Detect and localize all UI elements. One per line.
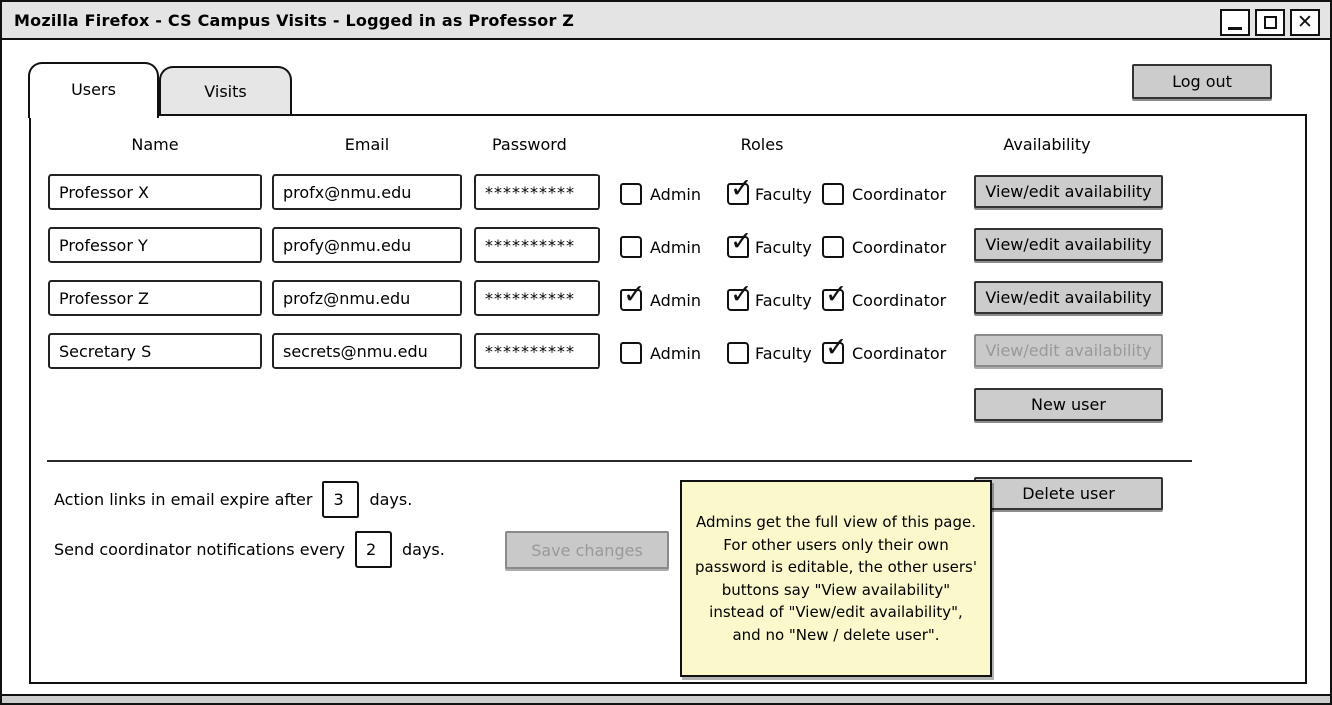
- annotation-note-text: Admins get the full view of this page. F…: [695, 513, 977, 644]
- faculty-checkbox[interactable]: [727, 175, 753, 205]
- password-input[interactable]: [474, 174, 600, 210]
- name-input[interactable]: [48, 227, 262, 263]
- column-header-availability: Availability: [1003, 135, 1091, 154]
- admin-checkbox[interactable]: [620, 236, 642, 258]
- section-divider: [47, 460, 1192, 462]
- expiry-days-input[interactable]: [322, 480, 360, 518]
- delete-user-button[interactable]: Delete user: [974, 477, 1163, 510]
- coordinator-checkbox-label: Coordinator: [852, 344, 947, 363]
- name-input[interactable]: [48, 333, 262, 369]
- view-edit-availability-button[interactable]: View/edit availability: [974, 175, 1163, 208]
- faculty-checkbox-label: Faculty: [755, 238, 812, 257]
- name-input[interactable]: [48, 280, 262, 316]
- maximize-button[interactable]: [1255, 9, 1285, 36]
- admin-checkbox[interactable]: [620, 183, 642, 205]
- close-icon: ✕: [1297, 11, 1313, 33]
- coordinator-checkbox[interactable]: [822, 236, 844, 258]
- coordinator-checkbox[interactable]: [822, 183, 844, 205]
- name-input[interactable]: [48, 174, 262, 210]
- column-header-password: Password: [492, 135, 567, 154]
- tab-users[interactable]: Users: [28, 62, 159, 118]
- coordinator-checkbox[interactable]: [822, 334, 848, 364]
- email-input[interactable]: [272, 333, 462, 369]
- tab-visits[interactable]: Visits: [159, 66, 292, 114]
- tab-visits-label: Visits: [204, 82, 247, 101]
- coordinator-checkbox-label: Coordinator: [852, 238, 947, 257]
- column-header-roles: Roles: [740, 135, 784, 154]
- view-edit-availability-button[interactable]: View/edit availability: [974, 228, 1163, 261]
- table-row: Admin Faculty Coordinator View/edit avai…: [2, 280, 1330, 333]
- coordinator-checkbox[interactable]: [822, 281, 848, 311]
- faculty-checkbox[interactable]: [727, 281, 753, 311]
- view-availability-button[interactable]: View/edit availability: [974, 334, 1163, 367]
- notification-days-input[interactable]: [354, 530, 392, 568]
- table-row: Admin Faculty Coordinator View/edit avai…: [2, 333, 1330, 386]
- table-row: Admin Faculty Coordinator View/edit avai…: [2, 227, 1330, 280]
- window-bottom-bar: [2, 694, 1330, 703]
- admin-checkbox-label: Admin: [650, 344, 701, 363]
- tab-users-label: Users: [71, 80, 116, 99]
- window-title: Mozilla Firefox - CS Campus Visits - Log…: [14, 11, 575, 30]
- notification-setting-prefix: Send coordinator notifications every: [54, 539, 345, 559]
- email-input[interactable]: [272, 174, 462, 210]
- notification-setting-row: Send coordinator notifications every day…: [54, 530, 445, 568]
- faculty-checkbox-label: Faculty: [755, 185, 812, 204]
- column-header-name: Name: [131, 135, 179, 154]
- annotation-note: Admins get the full view of this page. F…: [680, 480, 992, 677]
- password-input[interactable]: [474, 280, 600, 316]
- minimize-button[interactable]: [1220, 9, 1250, 36]
- email-input[interactable]: [272, 227, 462, 263]
- admin-checkbox-label: Admin: [650, 185, 701, 204]
- password-input[interactable]: [474, 227, 600, 263]
- email-input[interactable]: [272, 280, 462, 316]
- coordinator-checkbox-label: Coordinator: [852, 185, 947, 204]
- view-edit-availability-button[interactable]: View/edit availability: [974, 281, 1163, 314]
- close-button[interactable]: ✕: [1290, 9, 1320, 36]
- minimize-icon: [1228, 27, 1242, 30]
- faculty-checkbox[interactable]: [727, 342, 749, 364]
- coordinator-checkbox-label: Coordinator: [852, 291, 947, 310]
- expiry-setting-suffix: days.: [369, 489, 413, 509]
- save-changes-button[interactable]: Save changes: [505, 531, 669, 569]
- faculty-checkbox-label: Faculty: [755, 291, 812, 310]
- admin-checkbox-label: Admin: [650, 291, 701, 310]
- logout-button[interactable]: Log out: [1132, 64, 1272, 99]
- column-header-email: Email: [344, 135, 390, 154]
- admin-checkbox[interactable]: [620, 342, 642, 364]
- expiry-setting-prefix: Action links in email expire after: [54, 489, 313, 509]
- password-input[interactable]: [474, 333, 600, 369]
- table-row: Admin Faculty Coordinator View/edit avai…: [2, 174, 1330, 227]
- admin-checkbox[interactable]: [620, 281, 646, 311]
- notification-setting-suffix: days.: [401, 539, 445, 559]
- expiry-setting-row: Action links in email expire after days.: [54, 480, 412, 518]
- faculty-checkbox-label: Faculty: [755, 344, 812, 363]
- new-user-button[interactable]: New user: [974, 388, 1163, 421]
- title-bar: Mozilla Firefox - CS Campus Visits - Log…: [2, 2, 1330, 40]
- maximize-icon: [1263, 16, 1277, 29]
- admin-checkbox-label: Admin: [650, 238, 701, 257]
- faculty-checkbox[interactable]: [727, 228, 753, 258]
